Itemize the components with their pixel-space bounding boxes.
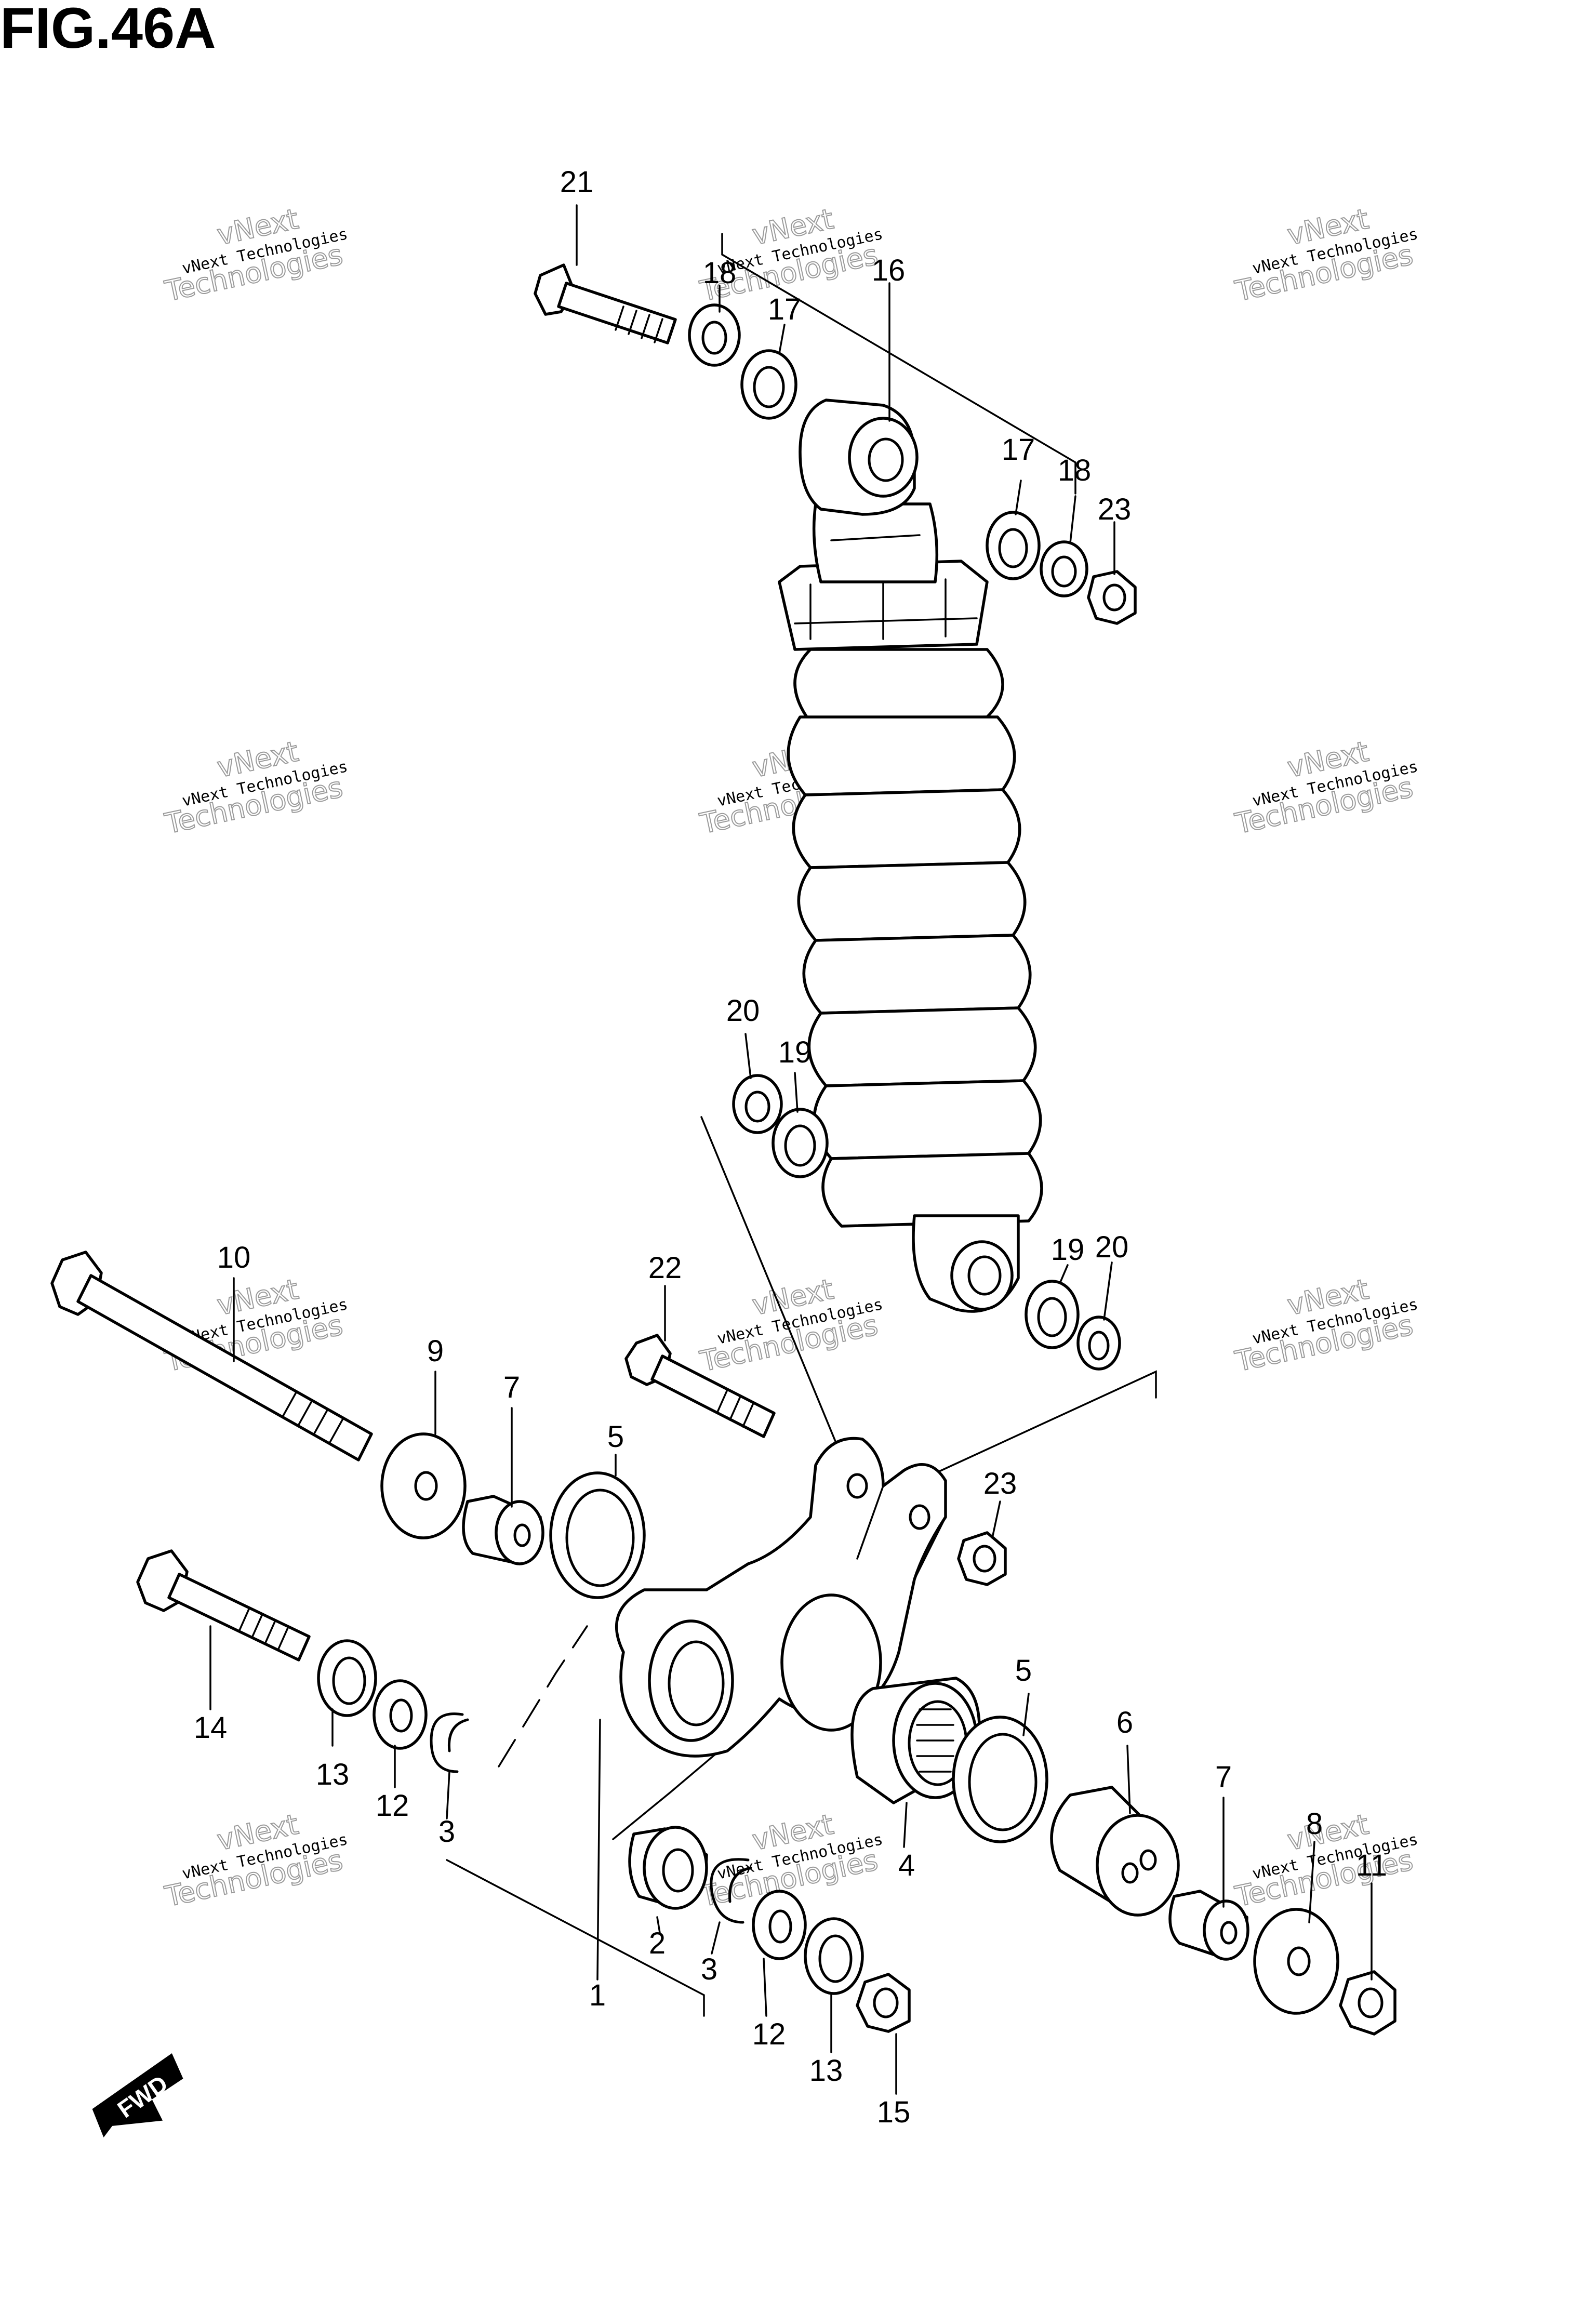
callout-23: 23 (1098, 493, 1132, 526)
nut-15 (856, 1973, 911, 2033)
spacer-6 (1050, 1786, 1180, 1917)
callout-21: 21 (560, 165, 594, 199)
callout-22: 22 (648, 1251, 682, 1285)
callout-4: 4 (898, 1849, 915, 1882)
watermark: vNext vNext Technologies Technologies (1232, 1272, 1420, 1379)
callout-13: 13 (316, 1758, 350, 1791)
bushing-13-lower (804, 1917, 864, 1995)
bushing-2 (628, 1826, 708, 1910)
callout-10: 10 (217, 1241, 251, 1274)
callout-18: 18 (703, 256, 737, 290)
washer-20-left (732, 1074, 783, 1134)
callout-7: 7 (503, 1371, 520, 1404)
bushing-13-left (317, 1639, 377, 1717)
shock-absorber-16 (778, 398, 1043, 1313)
watermark: vNext vNext Technologies Technologies (1232, 1808, 1420, 1914)
figure-title: FIG.46A (0, 0, 216, 60)
watermark: vNext vNext Technologies Technologies (162, 202, 350, 309)
bolt-21 (534, 263, 677, 344)
callout-16: 16 (872, 254, 906, 287)
washer-20-right (1076, 1316, 1121, 1371)
bolt-14 (136, 1549, 311, 1662)
fwd-arrow: FWD (92, 2053, 183, 2138)
cushion-lever-1 (615, 1437, 947, 1758)
callout-15: 15 (877, 2095, 911, 2129)
callout-17: 17 (768, 293, 802, 326)
watermark: vNext vNext Technologies Technologies (697, 202, 885, 309)
callout-9: 9 (427, 1334, 444, 1368)
callout-18: 18 (1058, 454, 1092, 487)
bushing-18-right (1040, 540, 1088, 597)
spacer-7-right (1168, 1890, 1249, 1961)
callout-2: 2 (649, 1926, 666, 1960)
callouts: 21 18 16 17 17 18 23 20 19 19 20 10 22 9… (194, 165, 1387, 2129)
callout-12: 12 (752, 2017, 786, 2051)
callout-19: 19 (778, 1035, 812, 1069)
callout-20: 20 (1095, 1230, 1129, 1264)
spacer-7-left (462, 1495, 544, 1565)
bracket-bottom-left (446, 1859, 705, 2017)
watermark: vNext vNext Technologies Technologies (1232, 735, 1420, 841)
callout-1: 1 (589, 1978, 606, 2012)
callout-23: 23 (983, 1467, 1017, 1500)
callout-3: 3 (438, 1815, 455, 1849)
leader-lines (209, 204, 1373, 2095)
watermark: vNext vNext Technologies Technologies (697, 1272, 885, 1379)
callout-5: 5 (1015, 1654, 1032, 1688)
seal-5-right (952, 1716, 1048, 1843)
seal-17-upper (740, 349, 797, 420)
bushing-18-upper (688, 303, 741, 367)
callout-17: 17 (1002, 433, 1035, 467)
callout-3: 3 (701, 1952, 717, 1986)
circlip-3-left (430, 1712, 469, 1773)
bracket-upper (721, 233, 1076, 495)
callout-13: 13 (809, 2054, 843, 2088)
washer-9 (380, 1432, 467, 1539)
seal-5-left (549, 1471, 646, 1599)
callout-8: 8 (1306, 1807, 1323, 1841)
watermark: vNext vNext Technologies Technologies (162, 1808, 350, 1914)
circlip-3-lower (710, 1858, 752, 1924)
callout-19: 19 (1051, 1233, 1085, 1267)
nut-23-middle (957, 1531, 1007, 1586)
seal-19-left (772, 1108, 829, 1178)
callout-5: 5 (607, 1420, 624, 1454)
callout-7: 7 (1215, 1760, 1232, 1794)
callout-12: 12 (376, 1789, 409, 1823)
callout-20: 20 (726, 994, 760, 1028)
seal-19-right (1025, 1280, 1080, 1349)
washer-12-left (373, 1679, 428, 1750)
washer-12-lower (752, 1890, 807, 1960)
watermark: vNext vNext Technologies Technologies (1232, 202, 1420, 309)
watermark: vNext vNext Technologies Technologies (162, 735, 350, 841)
washer-8 (1253, 1908, 1339, 2015)
bracket-bolt14 (498, 1625, 588, 1768)
bolt-22 (624, 1334, 776, 1438)
seal-17-right (986, 511, 1041, 580)
nut-11 (1339, 1970, 1396, 2036)
bolt-10 (50, 1251, 373, 1461)
callout-14: 14 (194, 1711, 228, 1745)
callout-11: 11 (1356, 1849, 1387, 1882)
callout-6: 6 (1116, 1706, 1133, 1739)
nut-23-upper (1087, 570, 1137, 625)
bracket-lower (700, 1116, 1157, 1508)
